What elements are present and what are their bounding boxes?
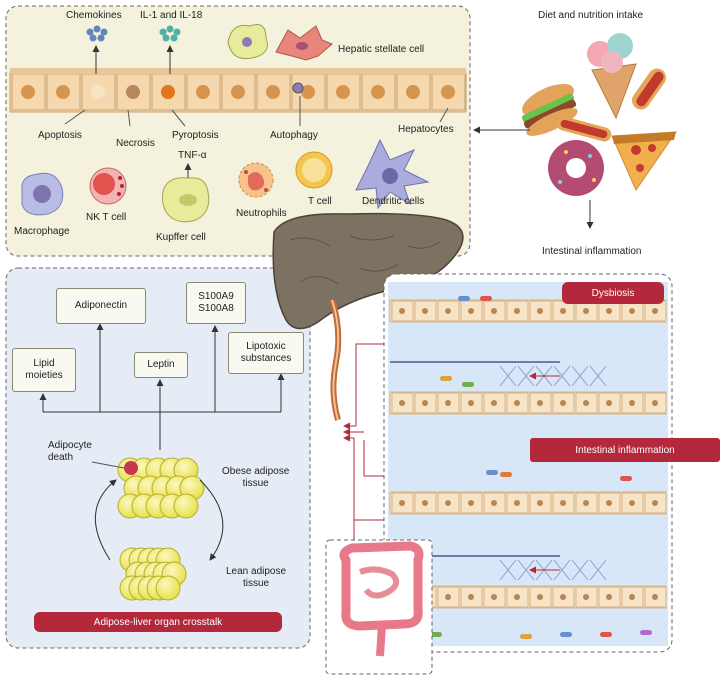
cycle-arrow-right <box>199 479 224 561</box>
t-cell-label: T cell <box>308 196 332 207</box>
hepatocyte-row <box>9 68 467 113</box>
cycle-arrow-left <box>95 479 117 561</box>
il-label: IL-1 and IL-18 <box>140 10 203 21</box>
intestine-panel <box>383 273 673 653</box>
adipose-liver-crosstalk-banner: Adipose-liver organ crosstalk <box>34 612 282 632</box>
factor-tree-connectors <box>39 323 285 450</box>
liver-organ <box>272 212 464 421</box>
lipotoxic-substances-box: Lipotoxic substances <box>228 332 304 374</box>
necrosis-label: Necrosis <box>116 138 155 149</box>
lean-adipose-label: Lean adipose tissue <box>226 566 287 589</box>
t-cell-icon <box>295 151 333 189</box>
leptin-box: Leptin <box>134 352 188 378</box>
adipocyte-death-label: Adipocyte death <box>48 440 92 463</box>
autophagy-label: Autophagy <box>270 130 318 141</box>
diet-outcome-label: Intestinal inflammation <box>542 246 642 257</box>
dendritic-cell-icon <box>355 138 430 210</box>
macrophage-icon <box>21 172 64 216</box>
obese-adipose-label: Obese adipose tissue <box>222 466 290 489</box>
obese-adipose-cluster <box>117 457 205 519</box>
fast-food-illustration <box>521 33 677 196</box>
gut-liver-signal-arrows <box>343 343 384 548</box>
dead-adipocyte-icon <box>124 461 138 475</box>
apoptosis-label: Apoptosis <box>38 130 82 141</box>
lean-adipose-cluster <box>119 547 187 601</box>
lipid-moieties-box: Lipid moieties <box>12 348 76 392</box>
intestinal-inflammation-banner: Intestinal inflammation <box>530 438 720 462</box>
chemokines-label: Chemokines <box>66 10 122 21</box>
chemokine-cluster-icon <box>86 25 108 42</box>
kupffer-cell-icon <box>161 177 210 223</box>
tnf-alpha-label: TNF-α <box>178 150 207 161</box>
s100-box: S100A9 S100A8 <box>186 282 246 324</box>
dendritic-cells-label: Dendritic cells <box>362 196 425 207</box>
hepatic-stellate-cell-label: Hepatic stellate cell <box>338 44 425 55</box>
dysbiosis-banner: Dysbiosis <box>562 282 664 304</box>
nk-t-cell-icon <box>89 167 127 205</box>
macrophage-label: Macrophage <box>14 226 70 237</box>
hepatic-stellate-cell-icon <box>227 24 333 61</box>
kupffer-cell-label: Kupffer cell <box>156 232 206 243</box>
adiponectin-box: Adiponectin <box>56 288 146 324</box>
pyroptosis-label: Pyroptosis <box>172 130 219 141</box>
interleukin-cluster-icon <box>159 25 181 42</box>
intestine-organ <box>325 539 433 675</box>
neutrophils-label: Neutrophils <box>236 208 287 219</box>
neutrophil-icon <box>238 162 274 198</box>
hepatocytes-label: Hepatocytes <box>398 124 454 135</box>
nk-t-cell-label: NK T cell <box>86 212 127 223</box>
diet-title: Diet and nutrition intake <box>538 10 644 21</box>
